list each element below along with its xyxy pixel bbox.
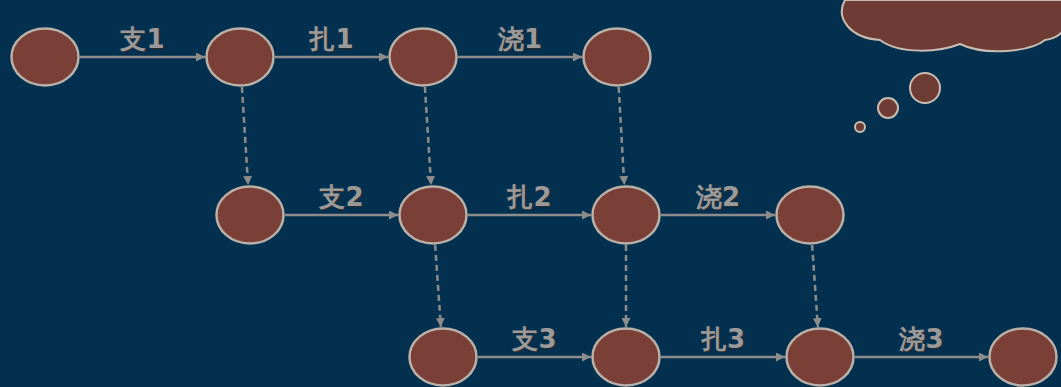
event-circle bbox=[10, 27, 80, 87]
event-circle bbox=[785, 327, 855, 387]
activity-label: 支1 bbox=[120, 26, 164, 52]
activity-arrow bbox=[285, 214, 398, 217]
event-circle bbox=[408, 327, 478, 387]
circle-outline bbox=[10, 27, 80, 87]
dummy-arrow bbox=[619, 87, 625, 185]
activity-arrow bbox=[458, 56, 582, 59]
activity-label: 扎2 bbox=[507, 184, 551, 210]
activity-arrow bbox=[478, 356, 591, 359]
event-circle bbox=[388, 27, 458, 87]
circle-outline bbox=[408, 327, 478, 387]
circle-outline bbox=[398, 185, 468, 245]
circle-outline bbox=[775, 185, 845, 245]
activity-label: 支3 bbox=[512, 326, 556, 352]
circle-outline bbox=[591, 185, 661, 245]
circle-outline bbox=[988, 327, 1058, 387]
event-circle bbox=[591, 327, 661, 387]
event-circle bbox=[398, 185, 468, 245]
activity-label: 浇2 bbox=[696, 184, 740, 210]
circle-outline bbox=[205, 27, 275, 87]
activity-arrow bbox=[80, 56, 205, 59]
event-circle bbox=[591, 185, 661, 245]
activity-arrow bbox=[468, 214, 591, 217]
event-circle bbox=[205, 27, 275, 87]
dummy-arrow bbox=[625, 245, 628, 327]
activity-label: 扎3 bbox=[701, 326, 745, 352]
activity-label: 支2 bbox=[319, 184, 363, 210]
circle-outline bbox=[582, 27, 652, 87]
circle-outline bbox=[785, 327, 855, 387]
activity-arrow bbox=[661, 214, 775, 217]
activity-label: 浇3 bbox=[899, 326, 943, 352]
circle-outline bbox=[215, 185, 285, 245]
activity-label: 浇1 bbox=[498, 26, 542, 52]
dummy-arrow bbox=[812, 245, 818, 327]
activity-arrow bbox=[275, 56, 388, 59]
dummy-arrow bbox=[435, 245, 441, 327]
activity-arrow bbox=[855, 356, 988, 359]
event-circle bbox=[988, 327, 1058, 387]
dummy-arrow bbox=[425, 87, 431, 185]
activity-label: 扎1 bbox=[309, 26, 353, 52]
activity-arrow bbox=[661, 356, 785, 359]
event-circle bbox=[215, 185, 285, 245]
dummy-arrow bbox=[242, 87, 248, 185]
circle-outline bbox=[388, 27, 458, 87]
circle-outline bbox=[591, 327, 661, 387]
event-circle bbox=[582, 27, 652, 87]
event-circle bbox=[775, 185, 845, 245]
